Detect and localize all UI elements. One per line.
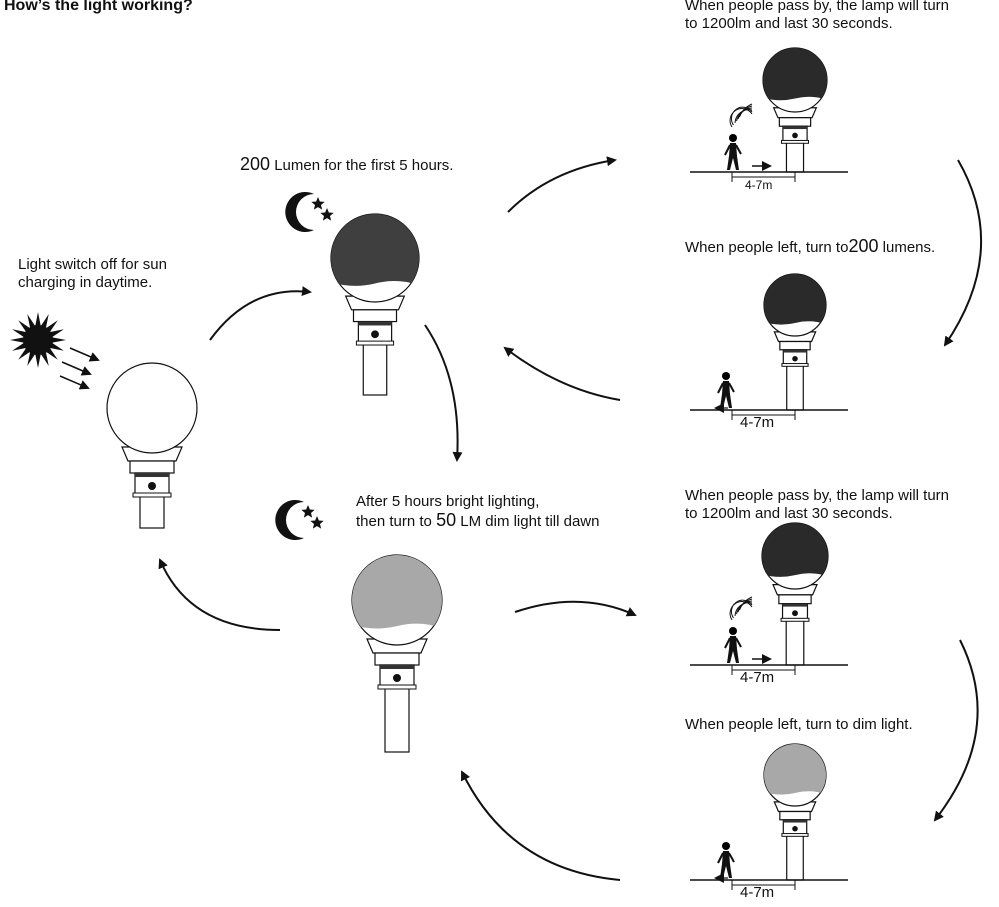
lamp-neck	[129, 460, 175, 474]
lamp-pole	[139, 492, 165, 529]
caption-text: LM dim light till dawn	[456, 513, 600, 530]
caption-line: After 5 hours bright lighting,	[356, 493, 540, 510]
lamp-ring	[780, 617, 810, 622]
pass-by-caption-2: When people pass by, the lamp will turn …	[685, 487, 949, 523]
lamp-neck	[779, 810, 811, 821]
caption-text: lumens.	[878, 239, 936, 256]
lamp-neck	[374, 652, 420, 666]
lamp-band	[783, 819, 807, 823]
caption-line: When people pass by, the lamp will turn	[685, 0, 950, 14]
moon-stars-icon	[285, 192, 334, 232]
flow-arrow	[209, 286, 312, 341]
sensor-icon	[792, 610, 798, 617]
flow-arrow	[943, 159, 983, 347]
sensor-icon	[792, 132, 798, 139]
distance-label: 4-7m	[740, 669, 775, 686]
lamp-pole	[786, 362, 804, 411]
flow-arrow	[933, 639, 979, 822]
lamp-ring	[132, 492, 172, 498]
lamp-pole	[786, 832, 804, 881]
after-hours-caption: After 5 hours bright lighting, then turn…	[356, 493, 599, 531]
caption-line: to 1200lm and last 30 seconds.	[685, 15, 893, 32]
person-icon	[717, 372, 735, 408]
lamp-band	[358, 321, 392, 326]
daytime-caption: Light switch off for sun charging in day…	[18, 256, 167, 292]
distance-label: 4-7m	[740, 884, 775, 901]
lamp-neck	[352, 309, 398, 323]
street-lamp	[761, 522, 829, 666]
street-lamp	[106, 362, 198, 529]
lamp-ring	[781, 833, 809, 837]
lamp-ring	[377, 684, 417, 690]
left-caption-1: When people left, turn to200 lumens.	[685, 237, 935, 257]
lamp-band	[782, 126, 808, 130]
lamp-light-fill	[762, 523, 828, 577]
lumen-value: 50	[436, 510, 457, 530]
lamp-light-fill	[352, 555, 442, 629]
lamp-neck	[778, 117, 812, 127]
first-hours-caption: 200 Lumen for the first 5 hours.	[240, 155, 453, 175]
lamp-ring	[355, 340, 395, 346]
flow-arrow	[503, 346, 621, 401]
lamp-neck	[779, 340, 811, 351]
page-title: How’s the light working?	[4, 0, 193, 14]
lamp-light-fill	[764, 274, 826, 325]
sun-ray-arrow	[69, 347, 100, 362]
lamp-neck	[778, 594, 812, 605]
lamp-globe	[106, 362, 198, 454]
left-caption-2: When people left, turn to dim light.	[685, 716, 913, 733]
sensor-icon	[792, 825, 798, 832]
flow-arrow	[461, 770, 621, 881]
person-icon	[717, 842, 735, 878]
caption-line: charging in daytime.	[18, 274, 153, 291]
sensor-icon	[792, 355, 798, 362]
sun-ray-arrow	[59, 375, 90, 390]
sensor-icon	[371, 330, 379, 339]
street-lamp	[330, 213, 420, 396]
lamp-pole	[785, 139, 805, 173]
flow-arrow	[507, 156, 617, 213]
lamp-pole	[362, 340, 388, 396]
person-icon	[724, 134, 742, 170]
lamp-band	[783, 349, 807, 353]
lamp-pole	[785, 617, 805, 666]
lamp-ring	[781, 363, 809, 367]
person-icon	[724, 627, 742, 663]
lamp-light-fill	[763, 48, 827, 101]
sensor-icon	[393, 674, 401, 682]
lamp-band	[135, 473, 169, 477]
flow-arrow	[424, 324, 463, 462]
sun-ray-arrow	[61, 361, 92, 376]
caption-text: When people left, turn to	[685, 239, 849, 256]
caption-line: Light switch off for sun	[18, 256, 167, 273]
lamp-band	[380, 665, 414, 669]
lamp-light-fill	[331, 214, 419, 286]
caption-text: then turn to	[356, 513, 437, 530]
motion-wave-icon	[729, 103, 753, 128]
sensor-icon	[148, 482, 156, 490]
street-lamp	[762, 47, 828, 173]
moon-stars-icon	[275, 499, 324, 540]
street-lamp	[763, 743, 827, 881]
lamp-pole	[384, 684, 410, 753]
lamp-ring	[780, 139, 810, 144]
distance-label: 4-7m	[745, 178, 773, 192]
distance-label: 4-7m	[740, 414, 775, 431]
lumen-value: 200	[240, 154, 271, 174]
caption-line: When people pass by, the lamp will turn	[685, 487, 950, 504]
sun-icon	[10, 312, 66, 368]
street-lamp	[351, 554, 443, 753]
lumen-value: 200	[848, 236, 879, 256]
caption-text: Lumen for the first 5 hours.	[270, 157, 454, 174]
caption-line: to 1200lm and last 30 seconds.	[685, 505, 893, 522]
street-lamp	[763, 273, 827, 411]
flow-arrow	[514, 600, 637, 617]
lamp-light-fill	[764, 744, 826, 795]
pass-by-caption-1: When people pass by, the lamp will turn …	[685, 0, 949, 33]
motion-wave-icon	[729, 596, 753, 621]
lamp-band	[782, 603, 808, 607]
flow-arrow	[158, 558, 281, 631]
